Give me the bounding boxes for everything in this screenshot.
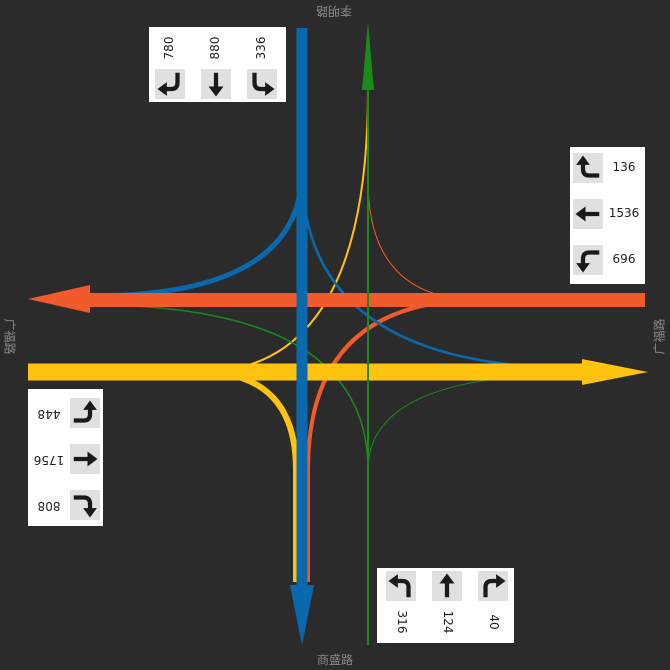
westbound-left-turn	[306, 298, 481, 582]
right-turn-arrow-icon	[478, 571, 508, 601]
left-turn-arrow-icon	[386, 571, 416, 601]
straight-volume: 880	[207, 36, 222, 60]
straight-row: 124	[423, 568, 468, 643]
left-turn-volume: 448	[37, 407, 60, 421]
left-turn-row: 336	[241, 27, 286, 102]
right-turn-row: 808	[28, 481, 103, 526]
eastbound-right-turn	[199, 369, 299, 582]
right-turn-volume: 40	[487, 614, 501, 630]
straight-row: 1536	[570, 193, 645, 238]
left-turn-volume: 696	[612, 252, 636, 266]
right-turn-row: 780	[149, 27, 194, 102]
straight-row: 880	[195, 27, 240, 102]
straight-volume: 1756	[33, 453, 64, 467]
road-label-east: 广福路	[652, 318, 667, 355]
left-turn-arrow-icon	[573, 245, 603, 275]
road-label-west: 广福路	[2, 318, 17, 355]
straight-volume: 124	[441, 610, 455, 634]
volume-panel-east: 136 1536 696	[570, 147, 645, 284]
right-turn-row: 40	[469, 568, 514, 643]
right-turn-volume: 808	[37, 499, 60, 513]
eastbound-arrowhead	[582, 359, 648, 385]
southbound-left-arrowhead	[578, 364, 592, 372]
southbound-left-turn	[300, 169, 581, 370]
right-turn-volume: 780	[161, 36, 176, 60]
left-turn-arrow-icon	[246, 69, 277, 99]
volume-panel-south: 40 124 316	[377, 568, 514, 643]
northbound-arrowhead	[362, 22, 374, 90]
road-label-north: 李明路	[316, 4, 353, 18]
left-turn-row: 448	[28, 389, 103, 434]
straight-arrow-icon	[573, 199, 603, 229]
straight-arrow-icon	[200, 69, 231, 99]
left-turn-row: 316	[377, 568, 422, 643]
straight-arrow-icon	[432, 571, 462, 601]
straight-row: 1756	[28, 435, 103, 480]
left-turn-volume: 316	[395, 610, 409, 634]
southbound-arrowhead	[290, 585, 314, 645]
left-turn-row: 696	[570, 239, 645, 284]
left-turn-arrow-icon	[69, 398, 100, 428]
straight-arrow-icon	[69, 444, 100, 474]
southbound-right-turn	[89, 169, 305, 299]
volume-panel-west: 808 1756 448	[27, 389, 103, 526]
northbound-left-turn	[89, 304, 369, 471]
westbound-right-turn	[367, 179, 481, 301]
straight-volume: 1536	[608, 206, 640, 220]
northbound-right-turn	[367, 373, 581, 471]
westbound-arrowhead	[28, 285, 90, 313]
right-turn-arrow-icon	[573, 153, 603, 183]
right-turn-arrow-icon	[69, 490, 100, 520]
right-turn-arrow-icon	[154, 69, 185, 99]
volume-panel-north: 780 880 336	[148, 27, 286, 102]
right-turn-volume: 136	[612, 160, 636, 174]
left-turn-volume: 336	[253, 36, 268, 60]
right-turn-row: 136	[570, 147, 645, 192]
road-label-south: 商盛路	[317, 653, 354, 667]
